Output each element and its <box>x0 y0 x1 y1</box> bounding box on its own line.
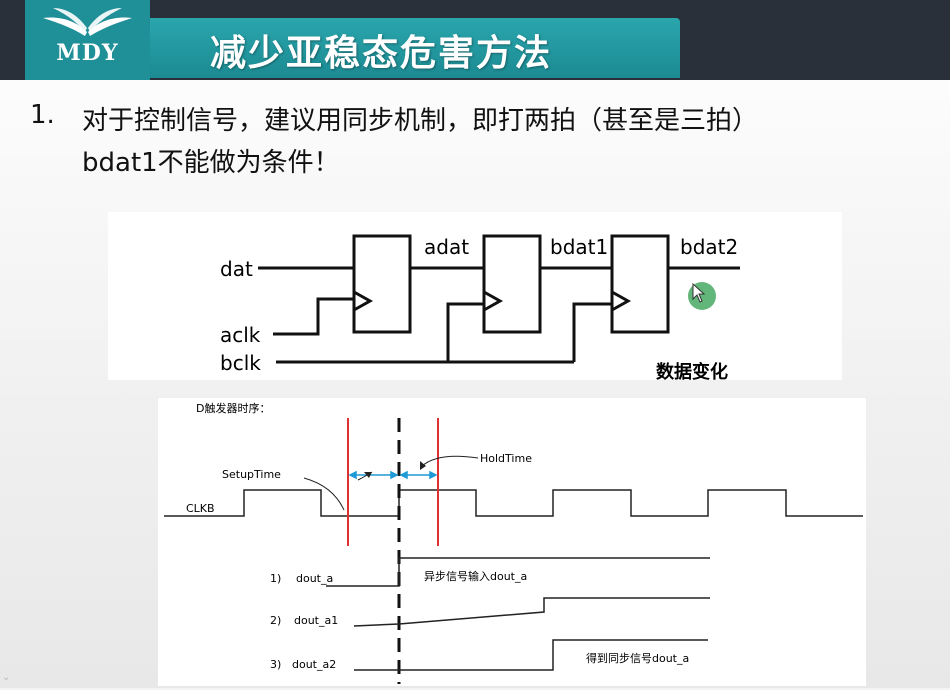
timing-svg: D触发器时序： CLKB SetupTime HoldTime 1) dout_… <box>164 401 863 684</box>
flip-flop-2 <box>482 234 542 334</box>
row-3-number: 3) <box>270 658 281 671</box>
logo-text: MDY <box>56 40 119 66</box>
sync-annotation: 得到同步信号dout_a <box>586 652 689 665</box>
row-3-name: dout_a2 <box>292 658 336 671</box>
row-1-number: 1) <box>270 572 281 585</box>
row-1-name: dout_a <box>296 572 333 585</box>
timing-heading: D触发器时序： <box>196 401 270 415</box>
circuit-svg: dat aclk bclk adat bdat1 bdat2 数据变化 <box>220 234 740 383</box>
clkb-waveform <box>164 489 863 517</box>
logo: MDY <box>25 0 150 80</box>
timing-diagram: D触发器时序： CLKB SetupTime HoldTime 1) dout_… <box>158 398 866 686</box>
label-dat: dat <box>220 257 253 281</box>
circuit-diagram: dat aclk bclk adat bdat1 bdat2 数据变化 <box>108 212 842 383</box>
row-2-number: 2) <box>270 614 281 627</box>
label-data-change: 数据变化 <box>656 361 728 380</box>
async-annotation: 异步信号输入dout_a <box>424 569 527 583</box>
setup-time-label: SetupTime <box>222 468 281 481</box>
hold-time-label: HoldTime <box>480 452 532 465</box>
slide-title: 减少亚稳态危害方法 <box>210 33 553 74</box>
dout-a2-waveform <box>354 639 708 671</box>
label-bdat1: bdat1 <box>550 235 608 259</box>
clk-label: CLKB <box>186 502 215 515</box>
label-aclk: aclk <box>220 323 261 347</box>
corner-mark-icon: ⌄ <box>2 672 11 683</box>
bullet-line-2: bdat1不能做为条件！ <box>82 148 340 178</box>
flip-flop-3 <box>610 234 670 334</box>
dout-a1-waveform <box>353 597 710 627</box>
bullet-line-1: 对于控制信号，建议用同步机制，即打两拍（甚至是三拍） <box>82 106 759 136</box>
dout-a-waveform <box>326 557 710 587</box>
row-2-name: dout_a1 <box>294 614 338 627</box>
label-adat: adat <box>424 235 469 259</box>
setup-hold-arrows <box>348 470 438 480</box>
label-bclk: bclk <box>220 351 261 375</box>
pointer-cursor-icon <box>692 283 706 303</box>
label-bdat2: bdat2 <box>680 235 738 259</box>
title-bar: 减少亚稳态危害方法 <box>150 18 680 78</box>
flip-flop-1 <box>352 234 412 334</box>
bullet-number: 1. <box>30 100 55 130</box>
book-logo-icon <box>43 8 132 36</box>
